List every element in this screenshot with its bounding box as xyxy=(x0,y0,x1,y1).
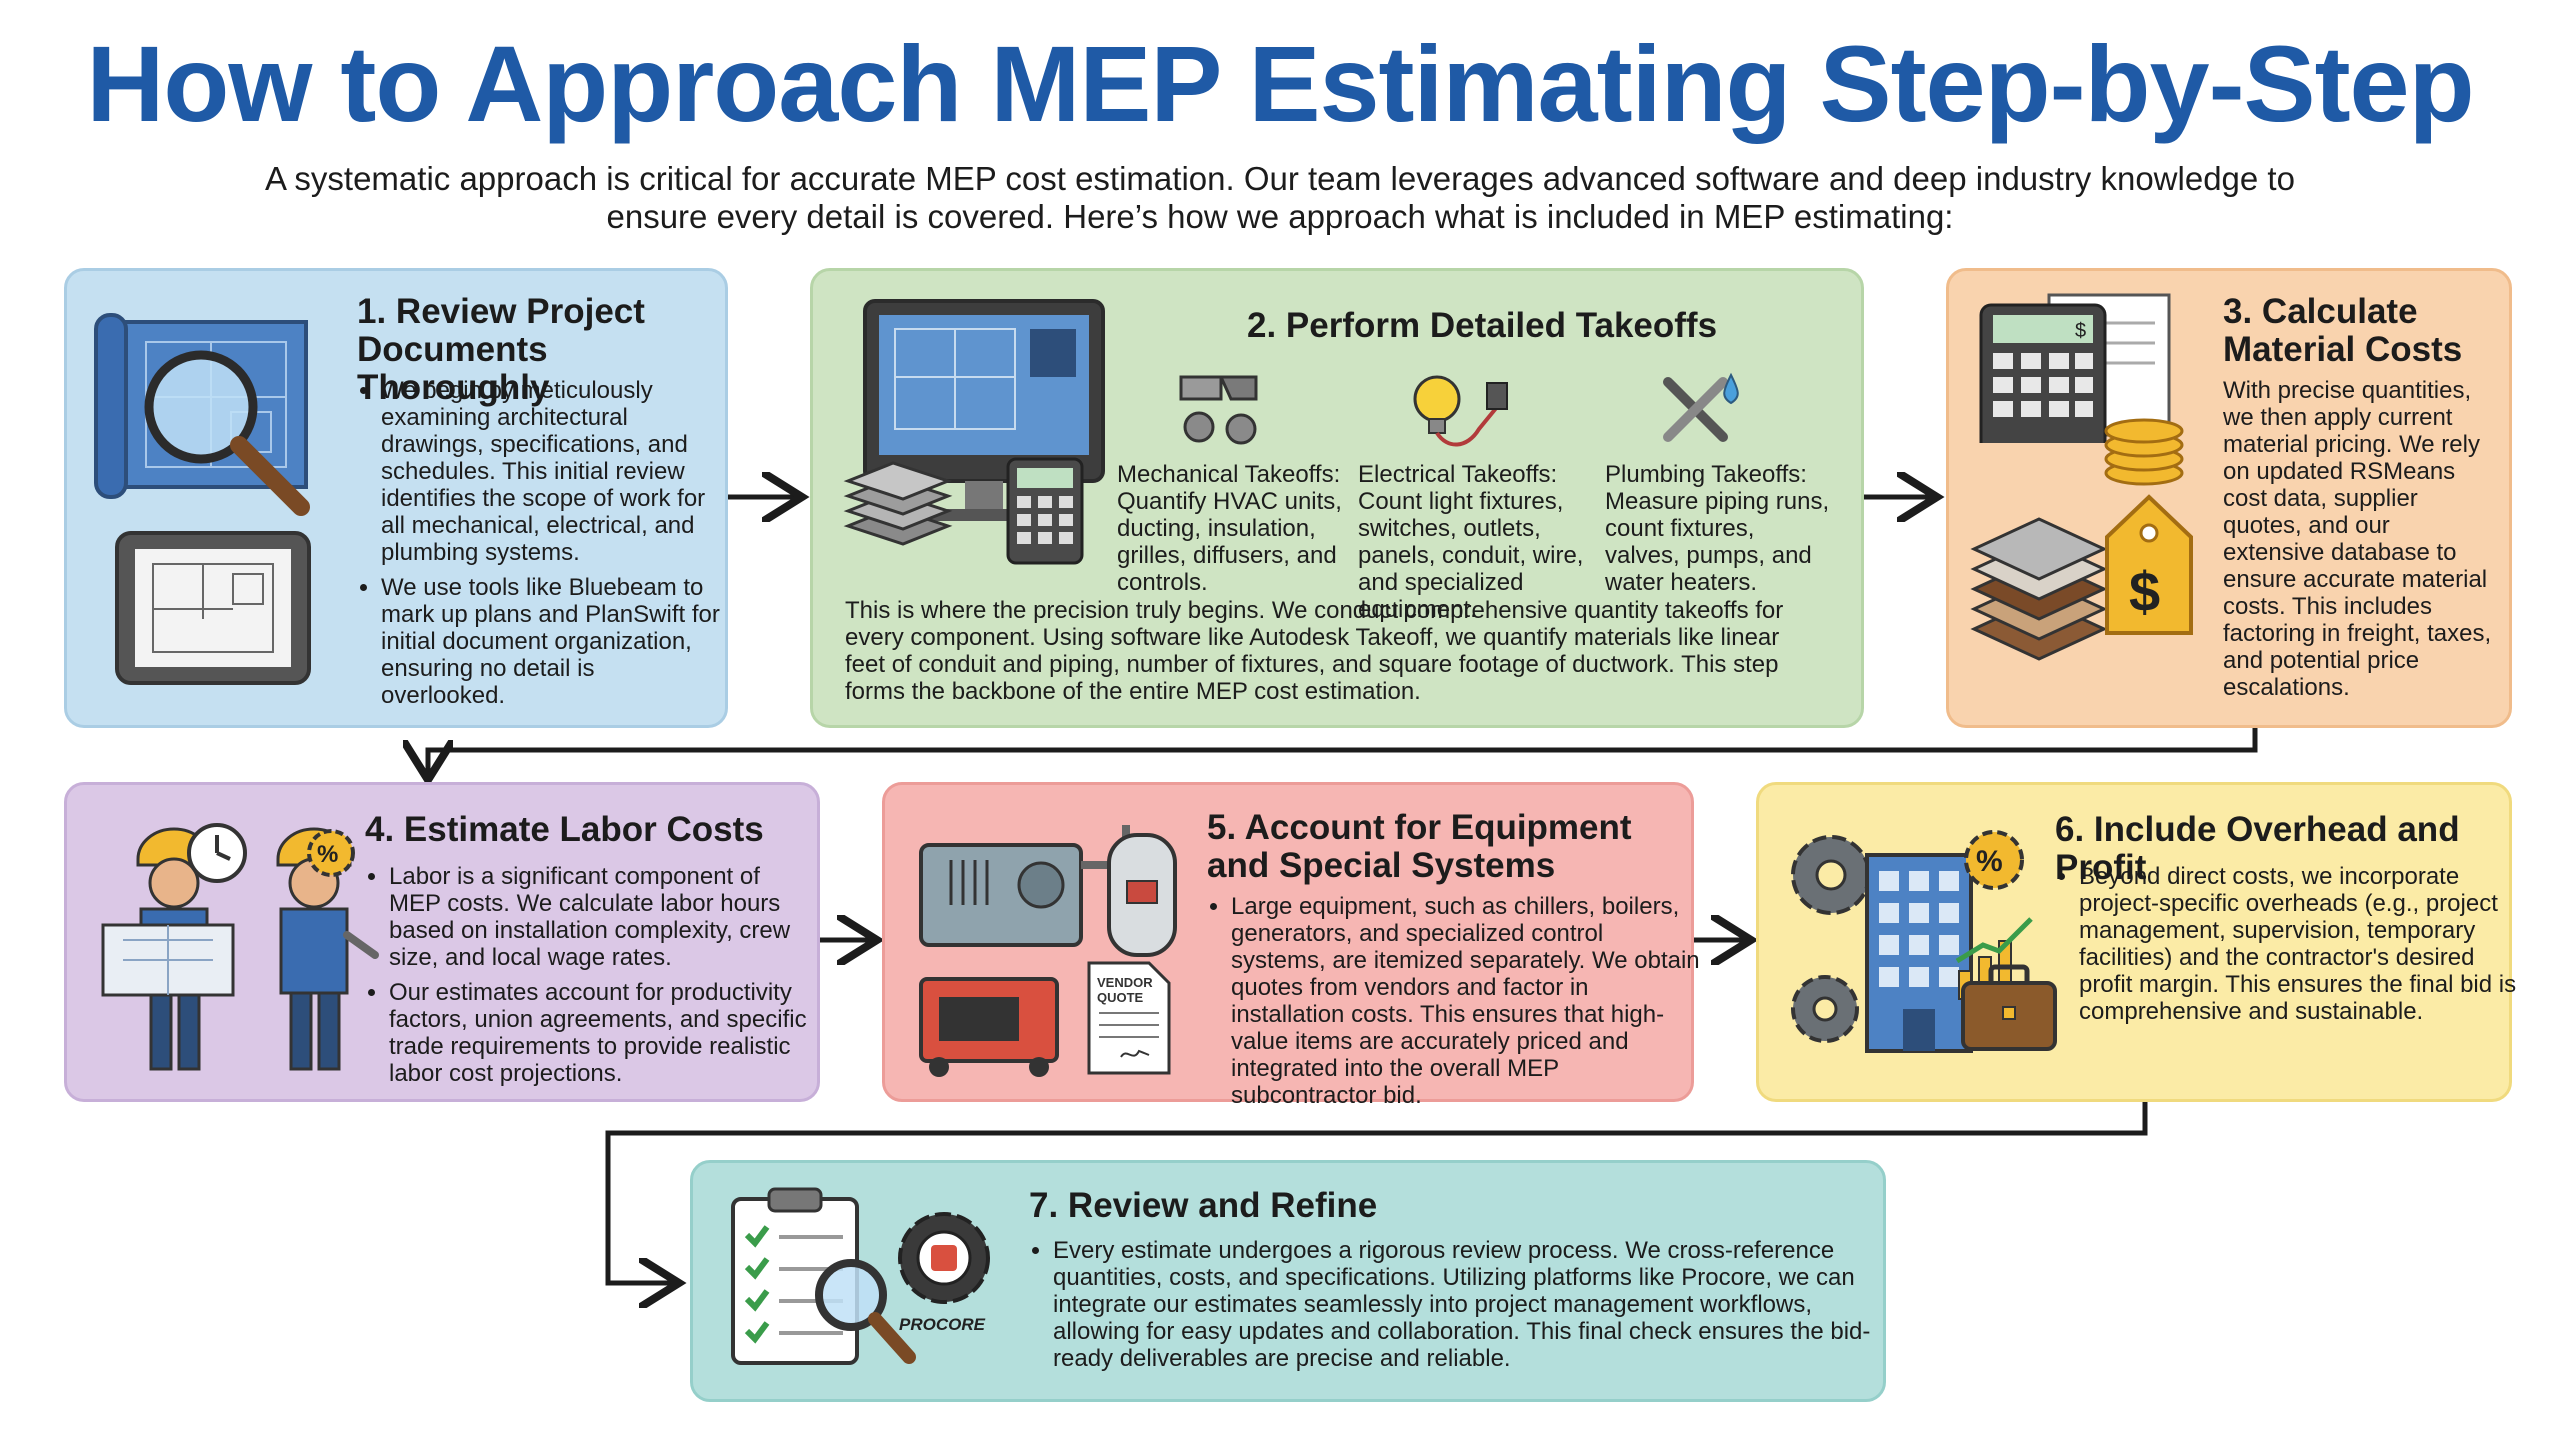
computer-plan-icon xyxy=(863,299,1105,521)
step-7-card: PROCORE 7. Review and Refine Every estim… xyxy=(690,1160,1886,1402)
procore-gear-icon xyxy=(898,1212,990,1304)
workers-icon xyxy=(101,827,379,1071)
list-item: Every estimate undergoes a rigorous revi… xyxy=(1053,1237,1883,1372)
mechanical-takeoffs-heading: Mechanical Takeoffs: xyxy=(1117,461,1341,488)
step-7-bullets: Every estimate undergoes a rigorous revi… xyxy=(1029,1237,1883,1380)
step-2-body: This is where the precision truly begins… xyxy=(845,597,1784,705)
step-4-title: 4. Estimate Labor Costs xyxy=(365,810,764,849)
plumbing-takeoffs-heading: Plumbing Takeoffs: xyxy=(1605,461,1807,488)
list-item: Large equipment, such as chillers, boile… xyxy=(1231,893,1701,1109)
svg-text:%: % xyxy=(317,841,338,868)
hvac-duct-icon xyxy=(1179,375,1258,445)
percent-gear-icon: % xyxy=(1964,830,2024,890)
vendor-quote-label: VENDOR QUOTE xyxy=(1097,975,1153,1005)
electrical-takeoffs: Electrical Takeoffs: Count light fixture… xyxy=(1358,461,1598,623)
coins-icon xyxy=(2104,418,2184,486)
plumbing-takeoffs-body: Measure piping runs, count fixtures, val… xyxy=(1605,488,1830,596)
arrow-6-to-7 xyxy=(605,1097,2148,1283)
list-item: Beyond direct costs, we incorporate proj… xyxy=(2079,863,2519,1025)
step-1-title: 1. Review Project Documents Thoroughly xyxy=(357,292,645,407)
calculator-dollar-icon: $ xyxy=(1979,293,2171,443)
step-4-bullets: Labor is a significant component of MEP … xyxy=(365,863,814,1095)
svg-text:%: % xyxy=(1976,845,2003,878)
page-title: How to Approach MEP Estimating Step-by-S… xyxy=(86,23,2474,144)
list-item: We begin by meticulously examining archi… xyxy=(381,377,721,566)
step-1-bullets: We begin by meticulously examining archi… xyxy=(357,377,721,717)
blueprint-magnifier-icon xyxy=(94,313,310,516)
step-5-title: 5. Account for Equipment and Special Sys… xyxy=(1207,808,1632,885)
step-3-card: $ $ 3. Calculate Material Costs With pre… xyxy=(1946,268,2512,728)
step-2-title: 2. Perform Detailed Takeoffs xyxy=(1247,306,1718,345)
checklist-icon xyxy=(731,1187,859,1365)
step-6-title: 6. Include Overhead and Profit xyxy=(2055,810,2460,887)
clock-icon xyxy=(187,823,247,883)
list-item: Labor is a significant component of MEP … xyxy=(389,863,814,971)
procore-logo-label: PROCORE xyxy=(899,1315,985,1334)
step-5-card: VENDOR QUOTE 5. Account for Equipment an… xyxy=(882,782,1700,1109)
wrench-water-icon xyxy=(1663,372,1739,442)
svg-text:$: $ xyxy=(2075,320,2086,342)
building-icon xyxy=(1865,853,1973,1053)
mechanical-takeoffs: Mechanical Takeoffs: Quantify HVAC units… xyxy=(1117,461,1347,596)
step-5-bullets: Large equipment, such as chillers, boile… xyxy=(1207,893,1701,1117)
step-7-title: 7. Review and Refine xyxy=(1029,1186,1378,1225)
briefcase-icon xyxy=(1961,964,2057,1051)
step-3-body: With precise quantities, we then apply c… xyxy=(2223,377,2492,701)
svg-text:$: $ xyxy=(2129,560,2160,623)
page-subtitle: A systematic approach is critical for ac… xyxy=(265,160,2295,235)
step-2-card: 2. Perform Detailed Takeoffs Mechanical … xyxy=(810,268,1864,728)
generator-icon xyxy=(919,977,1059,1077)
mechanical-takeoffs-body: Quantify HVAC units, ducting, insulation… xyxy=(1117,488,1342,596)
electrical-takeoffs-body: Count light fixtures, switches, outlets,… xyxy=(1358,488,1584,623)
step-6-card: % 6. Include Overhead and Profit Beyond … xyxy=(1756,782,2516,1102)
electrical-takeoffs-heading: Electrical Takeoffs: xyxy=(1358,461,1558,488)
step-3-title: 3. Calculate Material Costs xyxy=(2223,292,2463,369)
list-item: We use tools like Bluebeam to mark up pl… xyxy=(381,574,721,709)
step-4-card: % 4. Estimate Labor Costs Labor is a sig… xyxy=(64,782,820,1102)
step-6-bullets: Beyond direct costs, we incorporate proj… xyxy=(2055,863,2519,1033)
calculator-icon xyxy=(1006,457,1084,565)
plumbing-takeoffs: Plumbing Takeoffs: Measure piping runs, … xyxy=(1605,461,1830,596)
price-tag-icon: $ xyxy=(2105,494,2193,635)
materials-stack-icon xyxy=(843,461,953,546)
vendor-quote-icon xyxy=(1087,961,1171,1075)
percent-gear-icon: % xyxy=(307,829,355,877)
arrow-3-to-4 xyxy=(428,725,2258,775)
tablet-floorplan-icon xyxy=(115,531,311,685)
gears-icon xyxy=(1791,975,1859,1043)
materials-layers-icon xyxy=(1970,517,2108,661)
list-item: Our estimates account for productivity f… xyxy=(389,979,814,1087)
lightbulb-plug-icon xyxy=(1413,375,1508,447)
water-heater-icon xyxy=(1107,833,1177,957)
step-1-card: 1. Review Project Documents Thoroughly W… xyxy=(64,268,728,728)
magnifier-icon xyxy=(815,1259,916,1364)
